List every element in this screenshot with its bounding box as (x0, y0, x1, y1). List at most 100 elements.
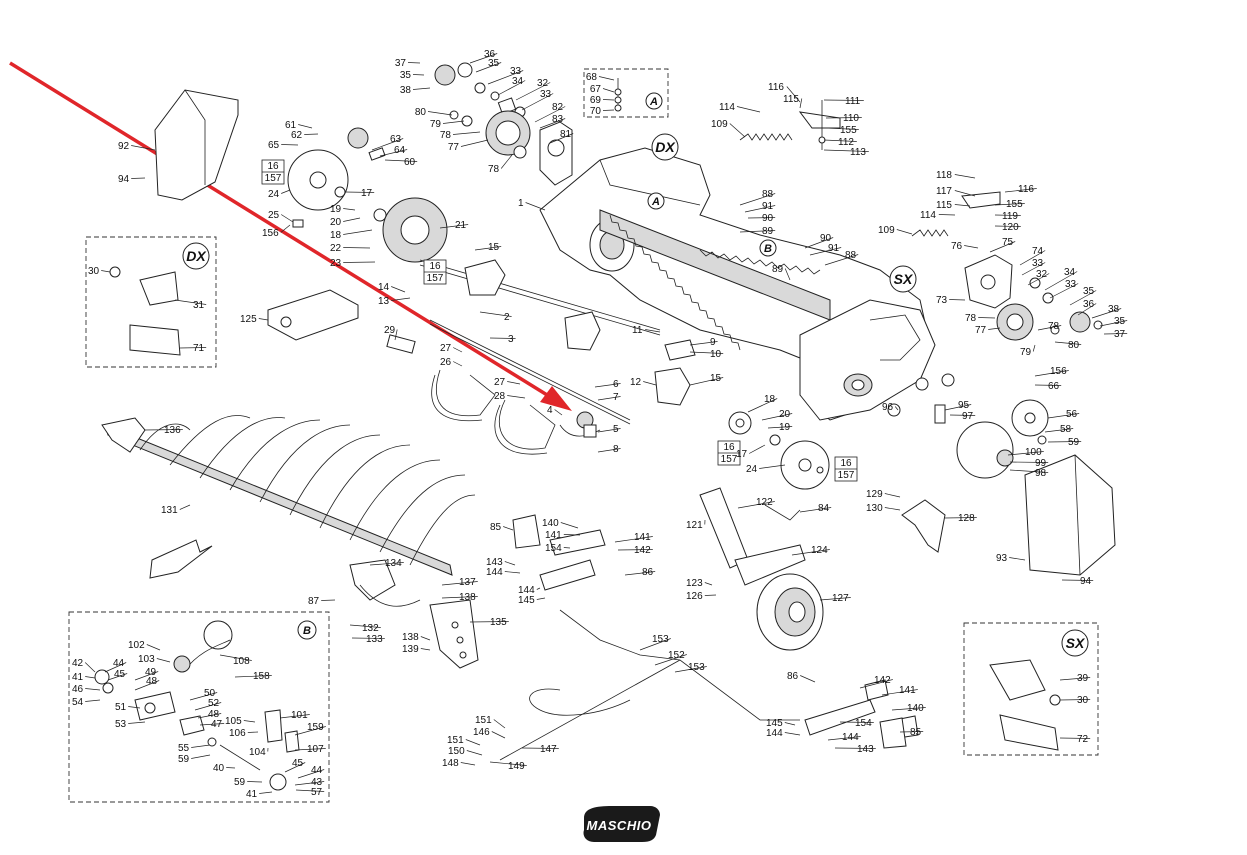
part-number: 88 (762, 189, 774, 200)
part-number: 36 (1083, 299, 1095, 310)
part-label: 122 (737, 497, 775, 509)
part-label: 69 (590, 95, 615, 106)
part-label: 22 (330, 243, 371, 254)
part-number: 158 (253, 671, 270, 682)
part-label: 54 (72, 697, 101, 708)
part-label: 17 (344, 188, 375, 199)
leader-line (536, 597, 546, 600)
leader-line (784, 268, 791, 281)
leader-line (994, 225, 1021, 227)
part-label: 134 (369, 558, 404, 569)
part-number: 75 (1002, 237, 1014, 248)
leader-line (507, 395, 526, 399)
part-label: 106 (229, 728, 259, 739)
part-label: 58 (1044, 424, 1074, 435)
part-number: 30 (1077, 695, 1089, 706)
part-label: 150 (448, 746, 483, 757)
leader-line (859, 679, 893, 689)
top-right-spring-linkage (739, 100, 841, 150)
part-label: 68 (586, 72, 615, 83)
part-label: 133 (351, 634, 385, 645)
part-label: 129 (866, 489, 901, 500)
part-number: 77 (448, 142, 460, 153)
boxed-ref-1: 16 157 (261, 159, 285, 185)
part-number: 145 (766, 718, 783, 729)
part-label: 32 (1027, 269, 1050, 286)
part-label: 20 (761, 409, 793, 421)
leader-line (460, 139, 489, 147)
leader-line (1032, 344, 1036, 352)
part-number: 35 (1083, 286, 1095, 297)
leader-line (371, 138, 404, 151)
part-number: 88 (845, 250, 857, 261)
inset-a-parts: A (614, 78, 663, 112)
part-label: 63 (371, 134, 404, 151)
leader-line (489, 337, 516, 339)
leader-line (439, 224, 469, 229)
part-number: 19 (779, 422, 791, 433)
part-number: 59 (234, 777, 246, 788)
part-label: 6 (594, 379, 621, 390)
leader-line (394, 329, 398, 341)
part-number: 140 (907, 703, 924, 714)
part-label: 43 (294, 777, 325, 788)
leader-line (85, 699, 101, 702)
part-number: 14 (378, 282, 390, 293)
part-label: 15 (474, 242, 502, 253)
part-label: 79 (1020, 344, 1036, 358)
red-pointer-arrow (9, 61, 572, 411)
cover-93 (1024, 454, 1116, 576)
part-number: 147 (540, 744, 557, 755)
part-label: 27 (494, 377, 521, 388)
leader-line (507, 381, 521, 385)
part-number: 109 (711, 119, 728, 130)
part-number: 103 (138, 654, 155, 665)
part-label: 111 (823, 96, 864, 107)
part-number: 20 (330, 217, 342, 228)
leader-line (197, 713, 222, 719)
leader-line (1034, 370, 1069, 377)
part-label: 91 (744, 201, 776, 213)
leader-line (639, 638, 671, 651)
part-number: 85 (490, 522, 502, 533)
leader-line (521, 93, 554, 111)
leader-line (1037, 325, 1062, 331)
part-number: 1 (518, 198, 524, 209)
part-label: 77 (448, 139, 489, 153)
part-label: 67 (590, 84, 615, 95)
part-label: 23 (330, 258, 376, 269)
part-number: 155 (840, 125, 857, 136)
part-number: 20 (779, 409, 791, 420)
leader-line (799, 507, 832, 513)
part-number: 149 (508, 761, 525, 772)
part-label: 24 (746, 464, 786, 475)
part-number: 28 (494, 391, 506, 402)
part-label: 45 (284, 758, 306, 773)
part-number: 95 (958, 400, 970, 411)
part-number: 145 (518, 595, 535, 606)
leader-line (284, 762, 306, 773)
part-label: 44 (104, 658, 127, 673)
leader-line (131, 177, 146, 179)
leader-line (819, 597, 851, 601)
part-number: 121 (686, 520, 703, 531)
tensioner-4-5 (559, 411, 601, 438)
part-number: 141 (899, 685, 916, 696)
part-label: 40 (213, 763, 236, 774)
leader-line (189, 692, 218, 701)
part-number: 79 (430, 119, 442, 130)
part-label: 36 (469, 49, 498, 64)
part-number: 47 (211, 719, 223, 730)
leader-line (654, 654, 687, 666)
leader-line (944, 404, 972, 411)
part-label: 55 (178, 743, 211, 754)
part-label: 154 (839, 718, 874, 729)
part-number: 124 (811, 545, 828, 556)
leader-line (674, 666, 707, 673)
leader-line (834, 747, 876, 749)
part-label: 17 (736, 444, 766, 460)
part-label: 99 (1009, 458, 1049, 469)
part-label: 72 (1059, 734, 1091, 745)
part-label: 139 (402, 644, 431, 655)
part-number: 120 (1002, 222, 1019, 233)
